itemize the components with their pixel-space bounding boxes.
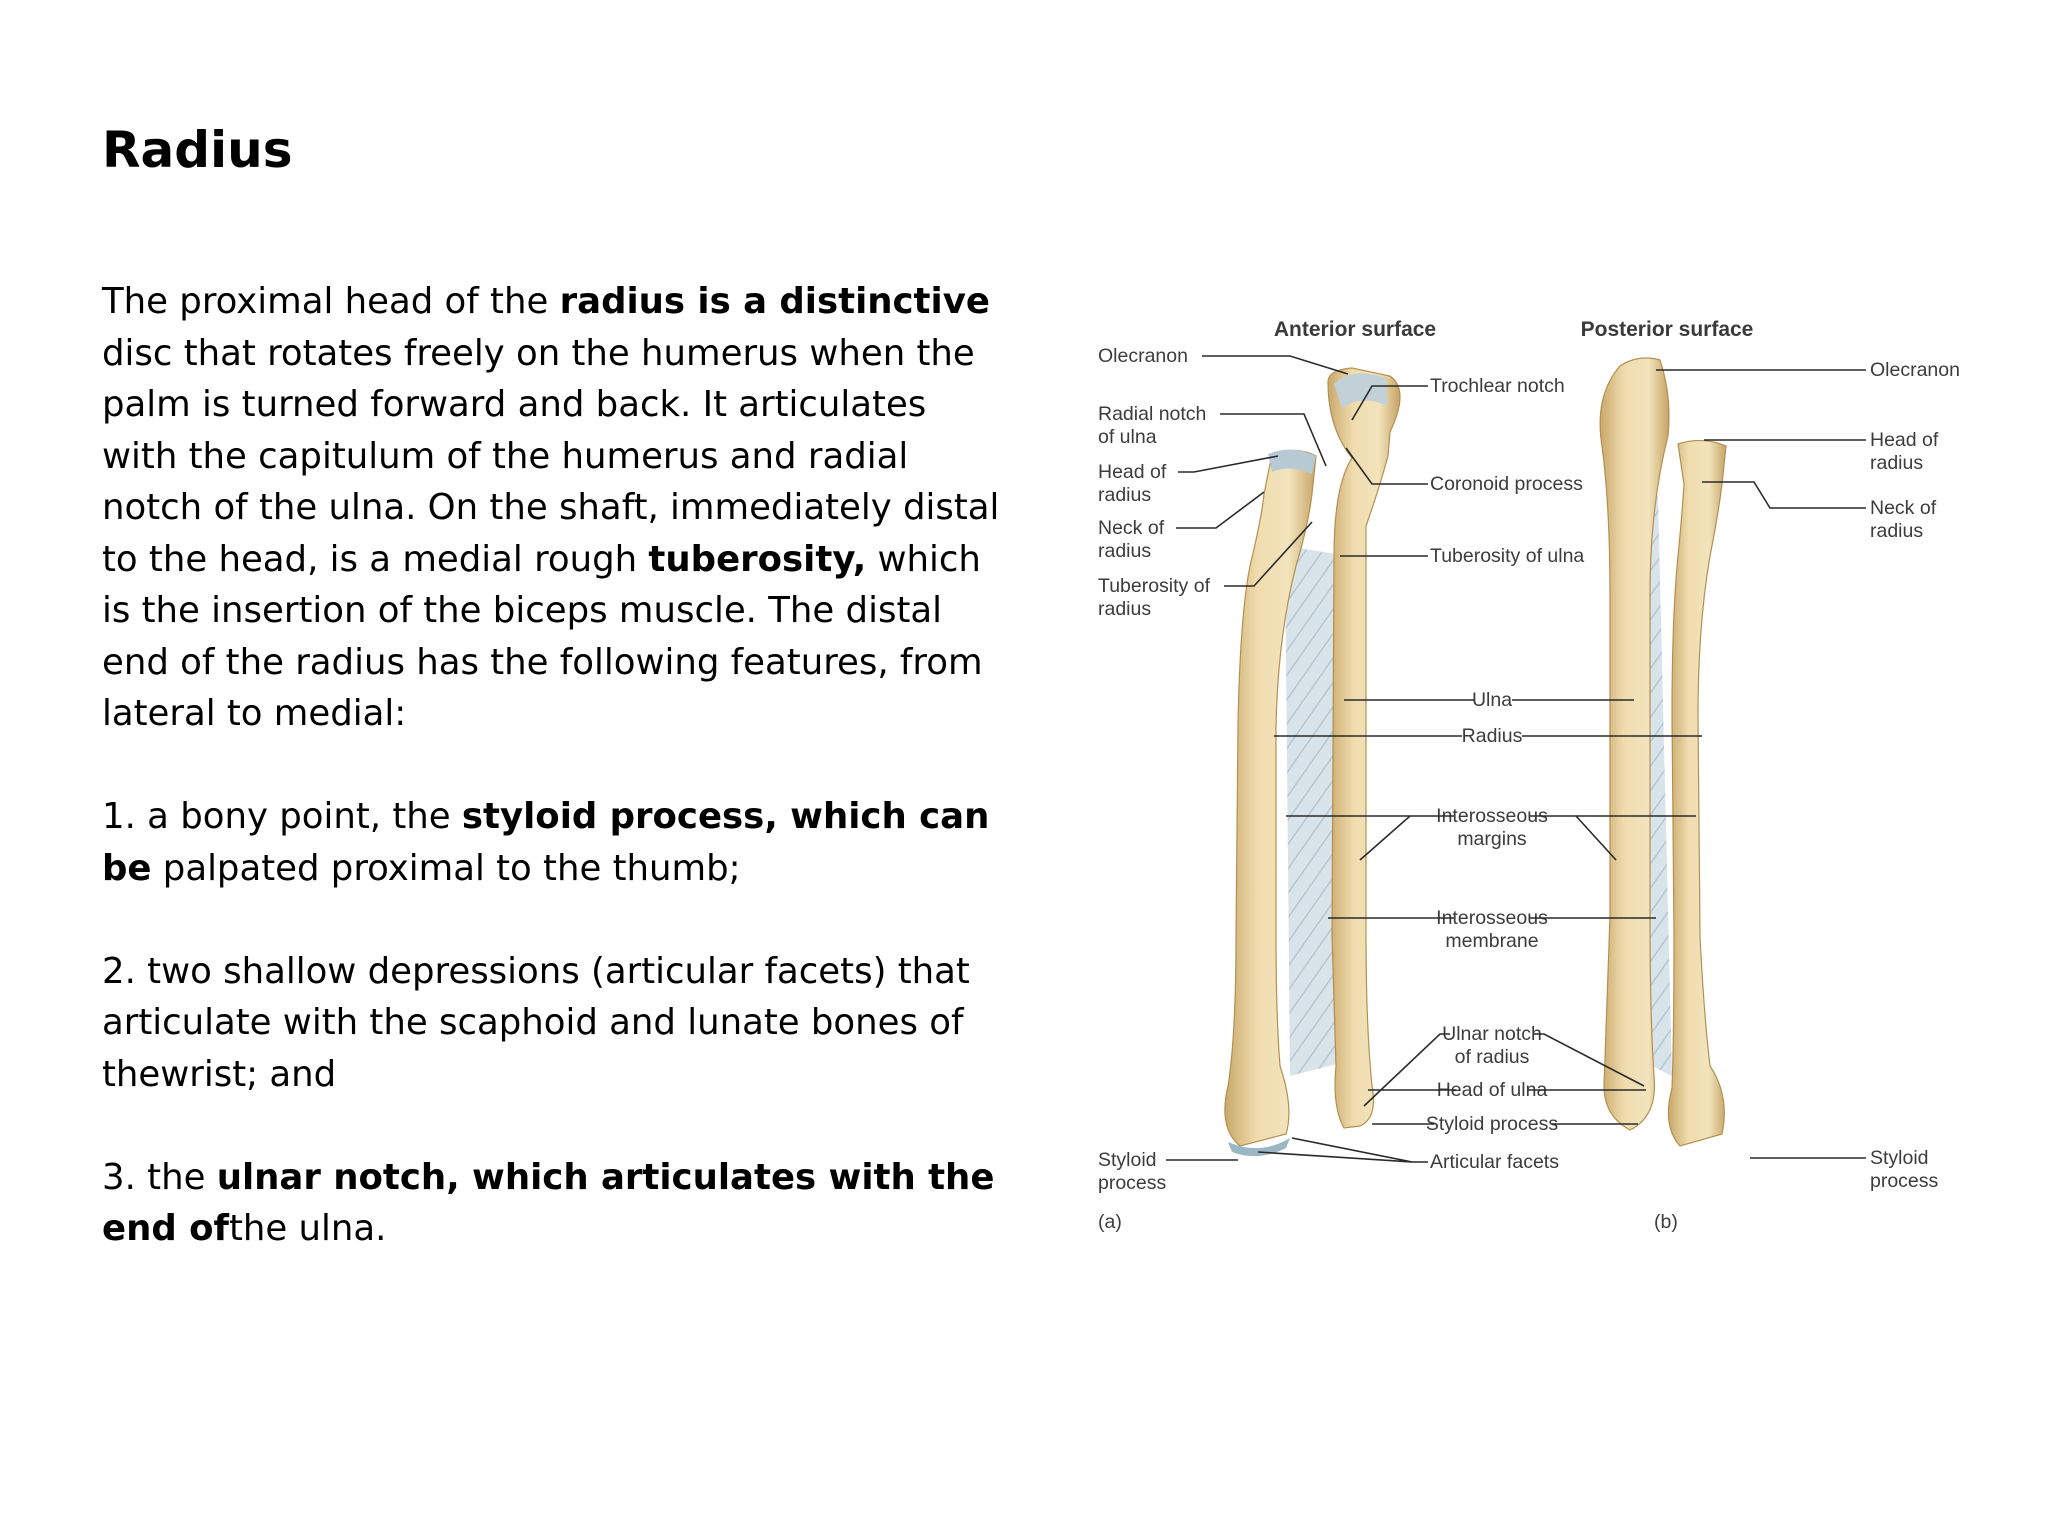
slide-title: Radius [102,121,293,179]
label-ulna: Ulna [1472,689,1512,711]
posterior-surface-header: Posterior surface [1581,318,1754,341]
label-interosseous-margins-line1: Interosseous [1436,805,1548,827]
leader-tuberosity-of-radius [1224,521,1313,587]
label-ulnar-notch-line2: of radius [1455,1046,1530,1068]
label-head-of-radius-right-line1: Head of [1870,429,1939,451]
label-ulnar-notch-line1: Ulnar notch [1442,1023,1542,1045]
label-neck-of-radius-right-line1: Neck of [1870,497,1937,519]
text-run: the ulna. [228,1208,387,1249]
label-neck-of-radius-left-line1: Neck of [1098,517,1165,539]
ulna-bone-posterior [1599,357,1670,1131]
leader-trochlear-notch [1351,385,1428,421]
label-styloid-process-right-line2: process [1870,1170,1939,1192]
anterior-view-bones [1224,367,1401,1157]
bold-run: ulnar notch, which articulates with the … [102,1156,995,1250]
leader-articular-facets-b [1257,1151,1413,1163]
label-head-of-radius-left-line1: Head of [1098,461,1167,483]
leader-neck-of-radius-left [1176,491,1265,529]
anterior-surface-header: Anterior surface [1274,318,1436,341]
label-styloid-process-right-line1: Styloid [1870,1147,1929,1169]
text-run: The proximal head of the [102,281,560,322]
leader-ulnar-notch-a [1363,1033,1450,1107]
label-interosseous-membrane-line1: Interosseous [1436,907,1548,929]
text-run: which is the insertion of the biceps mus… [102,538,983,735]
articular-facet-anterior [1228,1138,1290,1157]
trochlear-cartilage-anterior [1334,373,1388,408]
leader-ulnar-notch-b [1534,1033,1645,1087]
radius-bone-anterior [1224,449,1317,1147]
body-text: The proximal head of the radius is a dis… [102,276,1002,1255]
list-item-styloid: 1. a bony point, the styloid process, wh… [102,791,1002,894]
label-head-of-radius-left-line2: radius [1098,484,1151,506]
label-tuberosity-of-radius-line1: Tuberosity of [1098,575,1211,597]
label-radial-notch-line2: of ulna [1098,426,1157,448]
label-head-of-ulna: Head of ulna [1437,1079,1548,1101]
ulna-bone-anterior [1327,367,1401,1129]
label-styloid-process-center: Styloid process [1426,1113,1558,1135]
label-olecranon-right: Olecranon [1870,359,1960,381]
posterior-view-bones [1599,357,1727,1147]
leader-radial-notch [1220,413,1327,467]
label-styloid-process-left-line2: process [1098,1172,1167,1194]
list-item-articular-facets: 2. two shallow depressions (articular fa… [102,946,1002,1101]
label-neck-of-radius-right-line2: radius [1870,520,1923,542]
forearm-illustration: Anterior surface Posterior surface Olecr… [1098,318,1960,1233]
label-articular-facets: Articular facets [1430,1151,1559,1173]
text-run: 2. two shallow depressions (articular fa… [102,950,970,1095]
panel-tag-b: (b) [1654,1211,1678,1233]
text-run: disc that rotates freely on the humerus … [102,332,1000,580]
leader-neck-of-radius-right [1702,481,1866,509]
label-trochlear-notch: Trochlear notch [1430,375,1565,397]
list-item-ulnar-notch: 3. the ulnar notch, which articulates wi… [102,1152,1002,1255]
radial-head-cartilage-anterior [1268,449,1316,474]
leader-coronoid-process [1345,447,1428,485]
label-radius: Radius [1462,725,1523,747]
label-coronoid-process: Coronoid process [1430,473,1583,495]
label-olecranon-left: Olecranon [1098,345,1188,367]
bold-run: radius is a distinctive [559,281,990,322]
text-run: palpated proximal to the thumb; [151,847,741,889]
label-interosseous-margins-line2: margins [1457,828,1527,850]
text-run: 3. the [102,1156,217,1198]
radius-bone-posterior [1667,439,1727,1147]
label-head-of-radius-right-line2: radius [1870,452,1923,474]
text-run: 1. a bony point, the [102,796,462,837]
label-radial-notch-line1: Radial notch [1098,403,1206,425]
forearm-bones-figure: Anterior surface Posterior surface Olecr… [1090,296,1990,1256]
paragraph-intro: The proximal head of the radius is a dis… [102,276,1002,740]
label-interosseous-membrane-line2: membrane [1445,930,1538,952]
leader-head-of-radius-left [1178,455,1279,473]
leader-olecranon-left-2 [1240,355,1349,375]
bold-run: tuberosity, [648,538,867,580]
label-tuberosity-of-ulna: Tuberosity of ulna [1430,545,1584,567]
bold-run: styloid process, which can be [102,796,990,889]
panel-tag-a: (a) [1098,1211,1122,1233]
label-tuberosity-of-radius-line2: radius [1098,598,1151,620]
label-neck-of-radius-left-line2: radius [1098,540,1151,562]
label-styloid-process-left-line1: Styloid [1098,1149,1157,1171]
